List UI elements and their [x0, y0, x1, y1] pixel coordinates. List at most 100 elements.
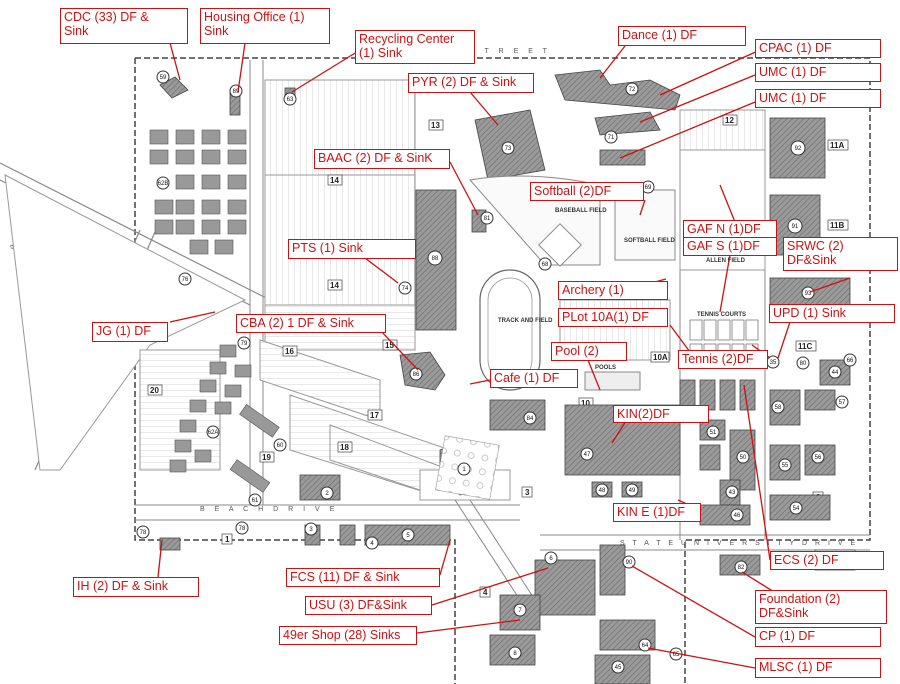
svg-text:69: 69	[645, 185, 652, 191]
callout-gaf-s: GAF S (1)DF	[683, 237, 777, 256]
svg-text:44: 44	[832, 370, 839, 376]
svg-text:35: 35	[770, 360, 777, 366]
callout-housing-office: Housing Office (1)Sink	[200, 8, 330, 44]
svg-text:73: 73	[505, 146, 512, 152]
lot-16-label: 16	[282, 345, 298, 357]
lot-4-label: 4	[479, 586, 491, 598]
callout-pool: Pool (2)	[551, 342, 627, 361]
svg-text:81: 81	[484, 216, 491, 222]
callout-kin-2: KIN(2)DF	[613, 405, 709, 423]
svg-text:1: 1	[462, 467, 466, 473]
callout-pts: PTS (1) Sink	[288, 239, 416, 259]
callout-mlsc: MLSC (1) DF	[755, 658, 881, 678]
svg-text:66: 66	[847, 358, 854, 364]
svg-text:56: 56	[815, 455, 822, 461]
callout-cafe: Cafe (1) DF	[490, 369, 578, 388]
svg-text:13: 13	[431, 121, 440, 130]
callout-cdc: CDC (33) DF &Sink	[60, 8, 188, 44]
svg-text:59: 59	[160, 75, 167, 81]
callout-archery: Archery (1)	[558, 281, 668, 300]
svg-text:2: 2	[325, 491, 329, 497]
svg-text:57: 57	[839, 400, 846, 406]
callout-tennis: Tennis (2)DF	[678, 350, 768, 369]
svg-text:88: 88	[432, 256, 439, 262]
svg-text:18: 18	[340, 443, 349, 452]
callout-usu: USU (3) DF&Sink	[305, 596, 432, 615]
svg-text:92: 92	[795, 146, 802, 152]
svg-text:17: 17	[370, 411, 379, 420]
lot-14b-label: 14	[327, 279, 343, 291]
pools-label: POOLS	[595, 365, 616, 371]
svg-text:65: 65	[673, 652, 680, 658]
svg-text:3: 3	[525, 488, 530, 497]
lot-19-label: 19	[259, 451, 275, 463]
baseball-field-label: BASEBALL FIELD	[555, 208, 607, 214]
svg-text:14: 14	[330, 176, 339, 185]
svg-text:10: 10	[581, 399, 590, 408]
svg-text:72: 72	[629, 87, 636, 93]
svg-text:84: 84	[527, 416, 534, 422]
callout-ih: IH (2) DF & Sink	[73, 577, 199, 597]
track-and-field: TRACK AND FIELD	[479, 269, 553, 391]
callout-softball: Softball (2)DF	[530, 182, 644, 201]
callout-cba: CBA (2) 1 DF & Sink	[236, 314, 386, 333]
callout-jg: JG (1) DF	[92, 322, 168, 342]
lot-14-label: 14	[327, 174, 343, 186]
svg-text:7: 7	[518, 608, 522, 614]
svg-text:49: 49	[629, 488, 636, 494]
track-field-label: TRACK AND FIELD	[498, 318, 553, 324]
svg-text:93: 93	[805, 291, 812, 297]
softball-field: SOFTBALL FIELD	[614, 189, 676, 261]
campus-boundary	[134, 57, 871, 684]
housing-cluster-south	[169, 344, 280, 493]
svg-text:90: 90	[626, 560, 633, 566]
housing-cluster	[149, 129, 247, 255]
lot-18-label: 18	[337, 441, 353, 453]
lot-13-label: 13	[428, 119, 444, 131]
svg-text:3: 3	[309, 527, 313, 533]
svg-text:64: 64	[642, 643, 649, 649]
callout-recycling-center: Recycling Center(1) Sink	[355, 30, 475, 64]
callout-kin-e: KIN E (1)DF	[613, 503, 701, 522]
callout-ecs: ECS (2) DF	[770, 551, 884, 570]
svg-text:20: 20	[150, 386, 159, 395]
callout-cpac: CPAC (1) DF	[755, 39, 881, 58]
svg-text:86: 86	[413, 372, 420, 378]
svg-text:89: 89	[233, 89, 240, 95]
svg-text:4: 4	[370, 541, 374, 547]
svg-text:12: 12	[725, 116, 734, 125]
svg-text:4: 4	[483, 588, 488, 597]
svg-text:58: 58	[775, 405, 782, 411]
lot-17-label: 17	[367, 409, 383, 421]
svg-text:62A: 62A	[208, 430, 219, 436]
callout-srwc: SRWC (2)DF&Sink	[783, 237, 898, 271]
allen-field-label: ALLEN FIELD	[706, 258, 746, 264]
svg-text:5: 5	[406, 533, 410, 539]
svg-text:76: 76	[182, 277, 189, 283]
svg-text:62B: 62B	[158, 181, 169, 187]
svg-text:63: 63	[287, 97, 294, 103]
callout-foundation: Foundation (2)DF&Sink	[755, 590, 887, 624]
svg-text:80: 80	[800, 361, 807, 367]
svg-text:78: 78	[140, 530, 147, 536]
callout-fcs: FCS (11) DF & Sink	[286, 568, 440, 587]
svg-text:48: 48	[599, 488, 606, 494]
svg-text:14: 14	[330, 281, 339, 290]
softball-field-label: SOFTBALL FIELD	[624, 238, 676, 244]
svg-text:46: 46	[734, 513, 741, 519]
svg-text:68: 68	[542, 262, 549, 268]
svg-text:16: 16	[285, 347, 294, 356]
callout-plot-10a: PLot 10A(1) DF	[558, 308, 668, 327]
svg-text:19: 19	[262, 453, 271, 462]
svg-text:10A: 10A	[653, 353, 668, 362]
svg-text:74: 74	[402, 286, 409, 292]
svg-text:54: 54	[793, 506, 800, 512]
callout-umc-1: UMC (1) DF	[755, 63, 881, 82]
svg-text:61: 61	[252, 498, 259, 504]
svg-text:47: 47	[584, 452, 591, 458]
lot-11b-label: 11B	[827, 219, 849, 231]
lot-11a-label: 11A	[827, 139, 849, 151]
svg-text:71: 71	[608, 135, 615, 141]
svg-text:11B: 11B	[830, 221, 844, 230]
